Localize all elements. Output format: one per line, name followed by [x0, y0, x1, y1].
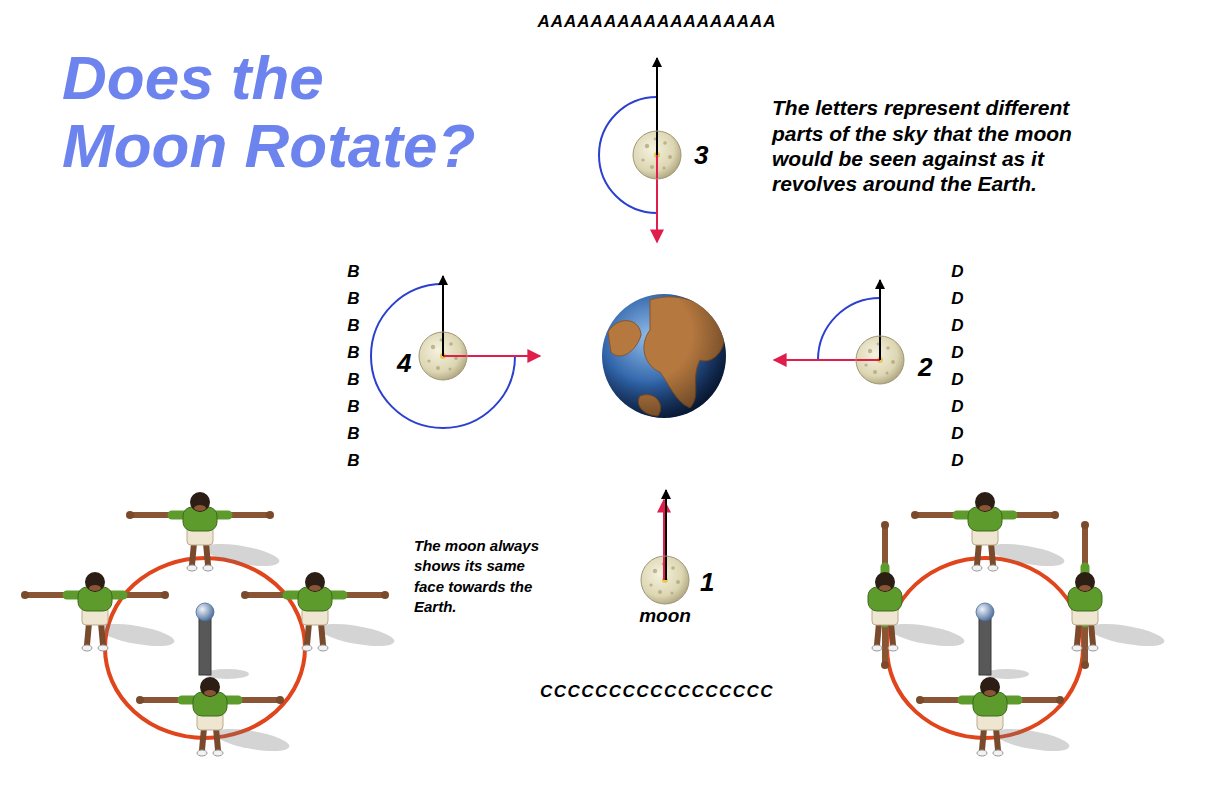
callout-number: 3 [694, 140, 708, 171]
face-arrow [663, 500, 665, 580]
walking-model-left [21, 492, 396, 756]
fixed-arrow [442, 276, 444, 356]
face-arrow [774, 359, 880, 361]
sky-letters: BBBBBBBB [345, 258, 362, 474]
fixed-arrow [665, 490, 667, 580]
note-text: The letters represent different parts of… [772, 95, 1102, 196]
sky-letters: CCCCCCCCCCCCCCCCC [540, 682, 774, 702]
walking-model-right [868, 492, 1166, 756]
face-arrow [656, 155, 658, 242]
moon-rim [419, 332, 467, 380]
moon-outline [418, 331, 468, 381]
callout-number: 4 [397, 348, 411, 379]
moon-outline [632, 130, 682, 180]
moon-rim [641, 556, 689, 604]
moon-node: 2 [855, 335, 905, 385]
moon-rim [633, 131, 681, 179]
moon-node: 4 [418, 331, 468, 381]
face-arrow [443, 355, 540, 357]
moon-label: moon [639, 605, 691, 628]
moon-rim [856, 336, 904, 384]
moon-node: 3 [632, 130, 682, 180]
page-title: Does the Moon Rotate? [62, 44, 492, 180]
callout-number: 1 [700, 567, 714, 598]
callout-number: 2 [918, 352, 932, 383]
moon-node: 1moon [640, 555, 690, 605]
earth-globe [602, 294, 726, 418]
moon-outline [640, 555, 690, 605]
fixed-arrow [656, 58, 658, 155]
sky-letters: DDDDDDDD [949, 258, 966, 474]
moon-outline [855, 335, 905, 385]
sky-letters: AAAAAAAAAAAAAAAAAA [538, 12, 777, 32]
note-text: The moon always shows its same face towa… [414, 536, 552, 617]
fixed-arrow [879, 280, 881, 360]
